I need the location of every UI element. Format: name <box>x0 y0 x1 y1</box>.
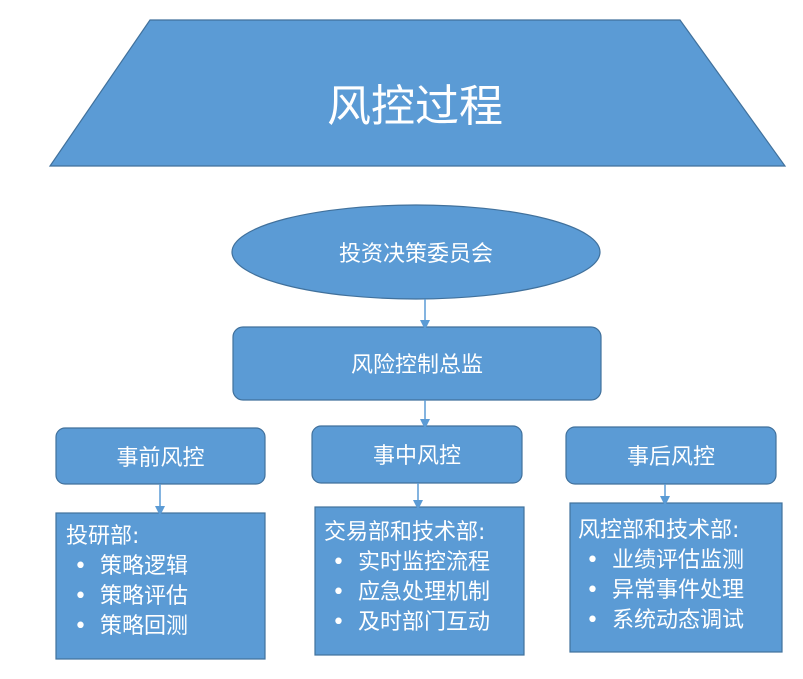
task-item: 异常事件处理 <box>578 576 744 606</box>
task-list: 策略逻辑 策略评估 策略回测 <box>66 552 188 642</box>
director-label: 风险控制总监 <box>350 353 483 378</box>
stage-label-post: 事后风控 <box>626 445 715 470</box>
stage-box-during <box>311 425 523 484</box>
task-item: 策略评估 <box>66 582 188 612</box>
stage-label-pre: 事前风控 <box>116 446 205 471</box>
task-item: 策略逻辑 <box>66 552 188 582</box>
department-label: 交易部和技术部: <box>324 520 486 545</box>
detail-pre: 投研部: 策略逻辑 策略评估 策略回测 <box>66 522 188 642</box>
task-item: 策略回测 <box>66 612 188 642</box>
task-item: 应急处理机制 <box>324 578 490 608</box>
department-label: 风控部和技术部: <box>578 518 740 543</box>
committee-ellipse <box>231 204 601 300</box>
stage-label-during: 事中风控 <box>372 444 461 469</box>
task-item: 及时部门互动 <box>324 608 490 638</box>
detail-post: 风控部和技术部: 业绩评估监测 异常事件处理 系统动态调试 <box>578 516 744 636</box>
task-item: 业绩评估监测 <box>578 546 744 576</box>
task-item: 实时监控流程 <box>324 548 490 578</box>
task-list: 业绩评估监测 异常事件处理 系统动态调试 <box>578 546 744 636</box>
title-trapezoid <box>48 19 787 167</box>
committee-label: 投资决策委员会 <box>338 242 493 267</box>
director-box <box>232 326 602 401</box>
stage-box-post <box>565 426 777 485</box>
task-item: 系统动态调试 <box>578 606 744 636</box>
detail-during: 交易部和技术部: 实时监控流程 应急处理机制 及时部门互动 <box>324 518 490 638</box>
diagram-title: 风控过程 <box>327 81 503 132</box>
department-label: 投研部: <box>66 524 140 549</box>
task-list: 实时监控流程 应急处理机制 及时部门互动 <box>324 548 490 638</box>
